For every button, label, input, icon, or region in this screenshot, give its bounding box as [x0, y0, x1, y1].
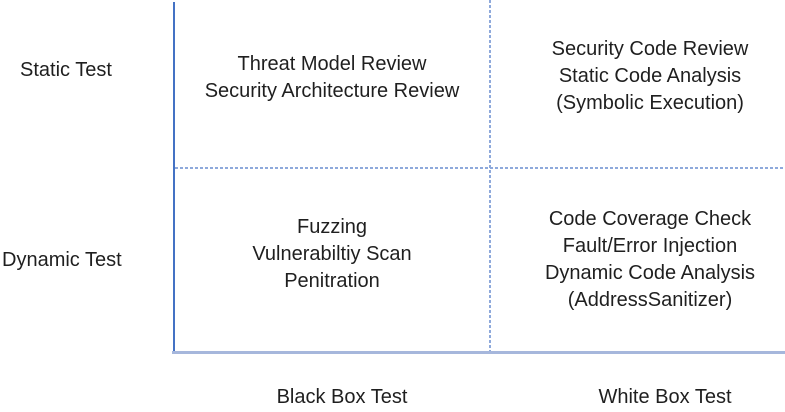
quadrant-text-line: Security Code Review	[551, 38, 749, 60]
column-label-white-box-test: White Box Test	[598, 386, 732, 408]
quadrant-text-line: Code Coverage Check	[548, 208, 752, 230]
quadrant-static-blackbox: Threat Model Review Security Architectur…	[174, 51, 490, 105]
row-label-static-test: Static Test	[20, 59, 112, 81]
vertical-axis-line	[173, 2, 175, 352]
quadrant-text-line: Vulnerabiltiy Scan	[252, 243, 412, 265]
horizontal-axis-line	[172, 351, 785, 354]
quadrant-dynamic-whitebox: Code Coverage Check Fault/Error Injectio…	[510, 206, 785, 314]
quadrant-dynamic-blackbox: Fuzzing Vulnerabiltiy Scan Penitration	[174, 214, 490, 295]
quadrant-text-line: (AddressSanitizer)	[567, 289, 733, 311]
column-label-black-box-test: Black Box Test	[276, 386, 408, 408]
quadrant-text-line: Fuzzing	[296, 216, 368, 238]
quadrant-text-line: Threat Model Review	[237, 53, 427, 75]
quadrant-text-line: (Symbolic Execution)	[556, 92, 744, 114]
vertical-dashed-divider	[489, 0, 491, 351]
quadrant-text-line: Security Architecture Review	[204, 80, 460, 102]
horizontal-dashed-divider	[175, 167, 785, 169]
row-label-dynamic-test: Dynamic Test	[2, 249, 122, 271]
quadrant-text-line: Fault/Error Injection	[562, 235, 738, 257]
quadrant-text-line: Penitration	[284, 270, 380, 292]
quadrant-static-whitebox: Security Code Review Static Code Analysi…	[510, 36, 785, 117]
quadrant-text-line: Dynamic Code Analysis	[544, 262, 756, 284]
quadrant-text-line: Static Code Analysis	[558, 65, 742, 87]
